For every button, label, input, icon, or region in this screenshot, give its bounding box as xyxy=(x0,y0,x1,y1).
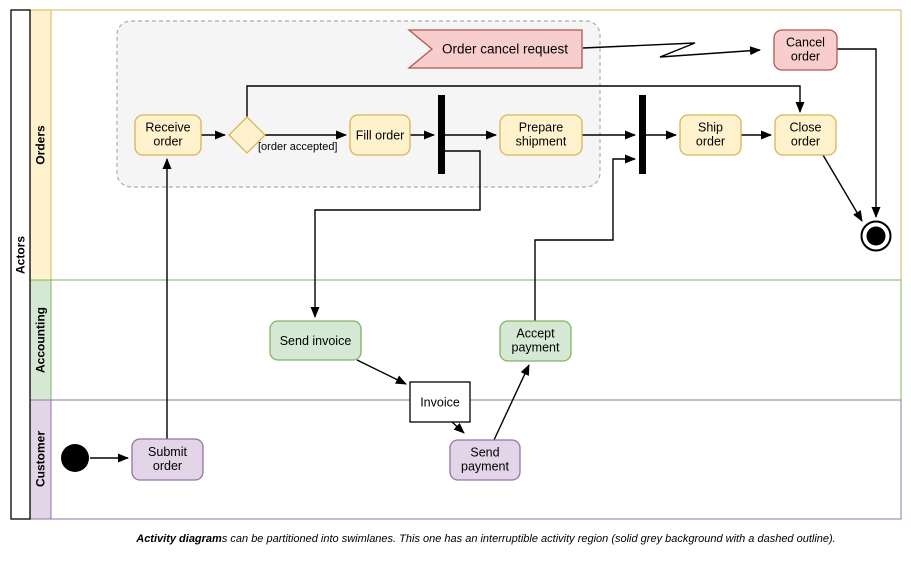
activity-submit-order[interactable] xyxy=(131,438,204,481)
lane-title-customer: Customer xyxy=(34,431,48,487)
activity-prepare-shipment[interactable] xyxy=(499,114,583,156)
edge-close-order-to-final xyxy=(822,154,863,222)
edge-fork1-to-send-invoice xyxy=(310,150,481,318)
edges: [order accepted] xyxy=(90,42,881,463)
accept-event-order-cancel-request[interactable] xyxy=(407,29,583,69)
caption-bold-part: Activity diagram xyxy=(135,533,222,545)
fork-bar-1[interactable] xyxy=(438,95,445,174)
activity-send-invoice-label: Send invoice xyxy=(280,334,352,348)
pool-title: Actors xyxy=(14,236,28,274)
initial-node[interactable] xyxy=(61,444,89,472)
guard-label: [order accepted] xyxy=(258,141,338,153)
activity-accept-payment[interactable] xyxy=(499,320,572,362)
activity-receive-order[interactable] xyxy=(134,114,202,156)
activity-ship-order[interactable] xyxy=(679,114,742,156)
activity-send-payment[interactable] xyxy=(449,439,521,481)
lane-title-accounting: Accounting xyxy=(34,307,48,373)
final-node-inner xyxy=(866,226,886,246)
lane-body-accounting[interactable] xyxy=(29,279,902,401)
join-bar-2[interactable] xyxy=(639,95,646,174)
edge-accept-payment-to-fork2 xyxy=(534,154,636,321)
edge-invoice-to-send-payment xyxy=(451,421,465,434)
object-invoice[interactable] xyxy=(409,381,471,423)
activity-fill-order[interactable] xyxy=(349,114,411,156)
edge-cancel-order-to-final xyxy=(837,48,881,218)
activity-cancel-order[interactable] xyxy=(773,29,838,71)
edge-decision-to-close-order xyxy=(246,85,805,117)
caption-rest-part: s can be partitioned into swimlanes. Thi… xyxy=(222,533,836,545)
activity-send-invoice[interactable] xyxy=(269,320,362,361)
accept-event-label: Order cancel request xyxy=(442,42,568,57)
pool-title-column[interactable] xyxy=(10,9,31,520)
edge-send-payment-to-accept-payment xyxy=(493,364,530,441)
edge-send-invoice-to-invoice xyxy=(356,359,407,385)
decision-node[interactable] xyxy=(228,116,266,154)
activity-fill-order-label: Fill order xyxy=(356,129,405,143)
activity-close-order[interactable] xyxy=(774,114,837,156)
edge-signal-to-cancel-order-zigzag xyxy=(582,42,761,58)
object-invoice-label: Invoice xyxy=(420,396,460,410)
lane-title-orders: Orders xyxy=(34,125,48,165)
caption: Activity diagrams can be partitioned int… xyxy=(135,533,836,545)
